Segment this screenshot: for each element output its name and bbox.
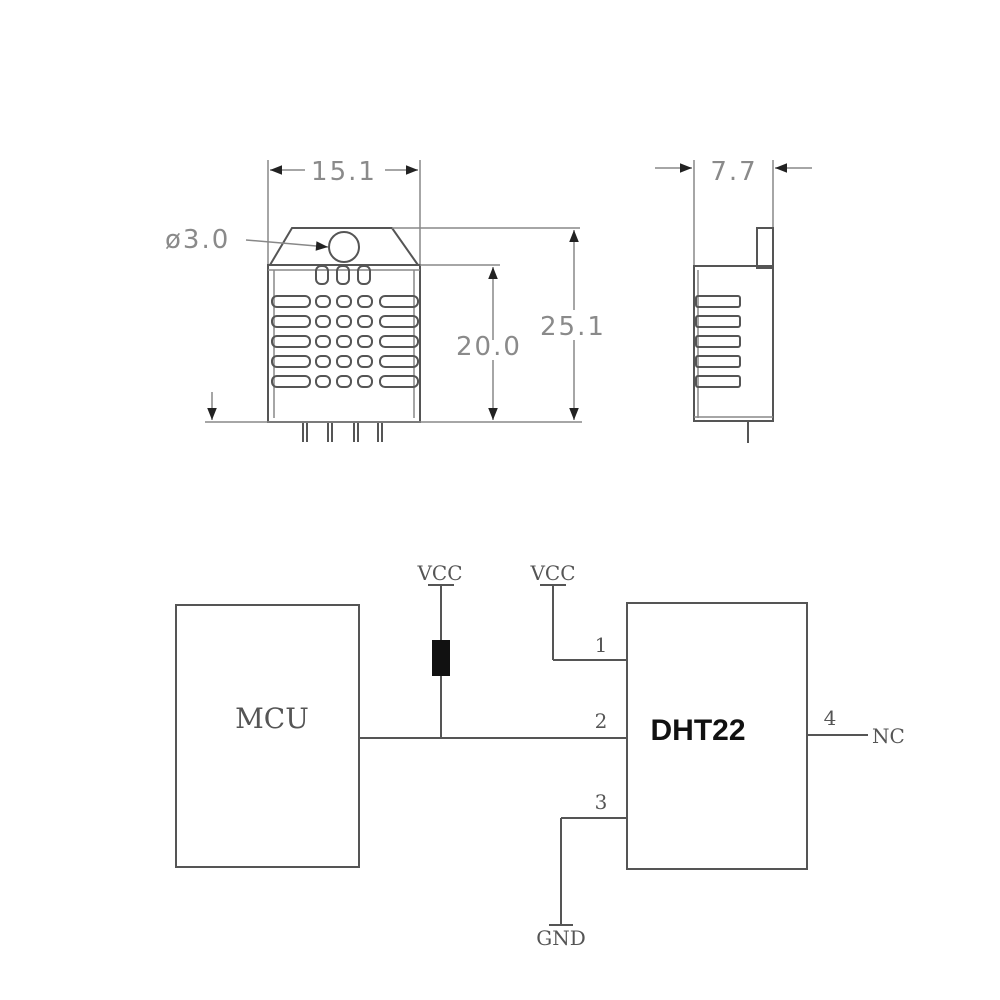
pullup-resistor — [432, 640, 450, 676]
side-view: 7.7 — [655, 157, 812, 443]
pullup-vcc-label: VCC — [416, 561, 462, 585]
pin-4-number: 4 — [824, 706, 837, 730]
pins — [302, 422, 383, 442]
total-height-label: 25.1 — [540, 312, 606, 342]
mcu-block — [175, 604, 360, 868]
pin-2-number: 2 — [595, 709, 608, 733]
gnd-label: GND — [536, 926, 586, 950]
body-height-label: 20.0 — [456, 332, 522, 362]
vent-grid — [271, 295, 419, 388]
sensor-label: DHT22 — [650, 714, 745, 747]
width-dimension-label: 15.1 — [311, 157, 377, 187]
nc-label: NC — [872, 724, 905, 748]
depth-dimension-label: 7.7 — [710, 157, 757, 187]
front-view: 15.1 ø3.0 — [165, 157, 606, 442]
mcu-label: MCU — [235, 702, 309, 735]
pin-3-number: 3 — [595, 790, 608, 814]
pin-1-number: 1 — [595, 633, 608, 657]
schematic: MCU VCC VCC DHT22 1 2 3 4 NC GND — [175, 561, 905, 950]
hole-diameter-label: ø3.0 — [165, 225, 230, 255]
sensor-vcc-label: VCC — [529, 561, 575, 585]
